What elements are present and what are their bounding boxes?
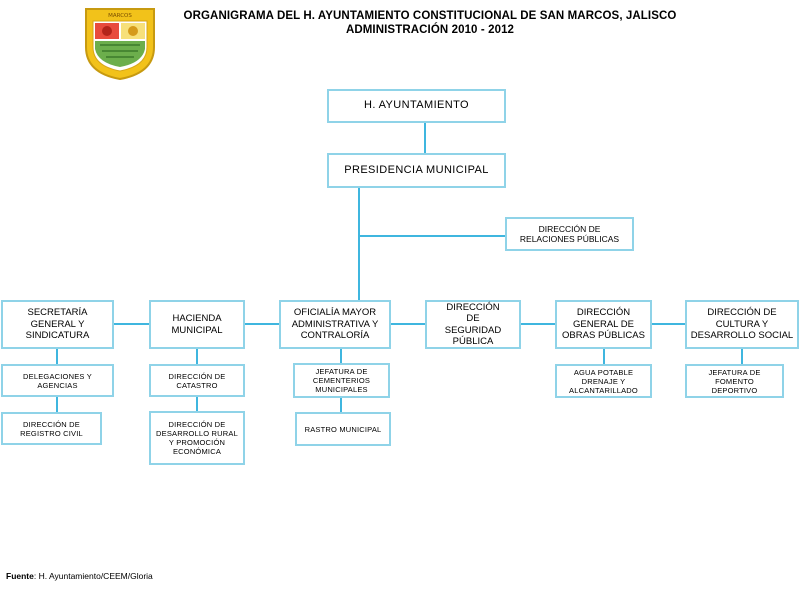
- org-box-label: DELEGACIONES Y AGENCIAS: [23, 371, 92, 390]
- connector-line: [244, 323, 280, 325]
- connector-line: [340, 397, 342, 413]
- org-box-fomento-deportivo: JEFATURA DE FOMENTO DEPORTIVO: [685, 364, 784, 398]
- org-box-label: DIRECCIÓN GENERAL DE OBRAS PÚBLICAS: [562, 307, 645, 342]
- connector-line: [603, 347, 605, 365]
- org-box-label: DIRECCIÓN DE CULTURA Y DESARROLLO SOCIAL: [690, 307, 794, 342]
- org-box-seguridad: DIRECCIÓN DE SEGURIDAD PÚBLICA: [425, 300, 521, 349]
- org-box-delegaciones: DELEGACIONES Y AGENCIAS: [1, 364, 114, 397]
- org-box-label: DIRECCIÓN DE DESARROLLO RURAL Y PROMOCIÓ…: [156, 420, 238, 456]
- org-box-obras-publicas: DIRECCIÓN GENERAL DE OBRAS PÚBLICAS: [555, 300, 652, 349]
- connector-line: [113, 323, 150, 325]
- org-box-label: PRESIDENCIA MUNICIPAL: [344, 163, 489, 176]
- connector-line: [340, 347, 342, 364]
- svg-text:MARCOS: MARCOS: [108, 13, 132, 19]
- coat-of-arms-logo: MARCOS: [85, 8, 155, 81]
- connector-line: [358, 187, 360, 301]
- org-box-label: DIRECCIÓN DE RELACIONES PÚBLICAS: [519, 223, 620, 244]
- connector-line: [520, 323, 556, 325]
- org-box-cementerios: JEFATURA DE CEMENTERIOS MUNICIPALES: [293, 363, 390, 398]
- org-box-hacienda: HACIENDA MUNICIPAL: [149, 300, 245, 349]
- org-box-label: DIRECCIÓN DE CATASTRO: [168, 371, 226, 390]
- org-box-label: RASTRO MUNICIPAL: [304, 424, 382, 434]
- connector-line: [390, 323, 426, 325]
- connector-line: [56, 396, 58, 413]
- org-box-rastro: RASTRO MUNICIPAL: [295, 412, 391, 446]
- org-box-ayuntamiento: H. AYUNTAMIENTO: [327, 89, 506, 123]
- chart-subtitle: ADMINISTRACIÓN 2010 - 2012: [345, 24, 515, 36]
- chart-title: ORGANIGRAMA DEL H. AYUNTAMIENTO CONSTITU…: [183, 10, 677, 22]
- connector-line: [741, 347, 743, 365]
- org-box-label: DIRECCIÓN DE SEGURIDAD PÚBLICA: [444, 301, 502, 347]
- org-box-cultura: DIRECCIÓN DE CULTURA Y DESARROLLO SOCIAL: [685, 300, 799, 349]
- connector-line: [358, 235, 505, 237]
- org-box-desarrollo-rural: DIRECCIÓN DE DESARROLLO RURAL Y PROMOCIÓ…: [149, 411, 245, 465]
- org-box-label: H. AYUNTAMIENTO: [363, 99, 469, 112]
- org-box-presidencia: PRESIDENCIA MUNICIPAL: [327, 153, 506, 188]
- org-box-label: AGUA POTABLE DRENAJE Y ALCANTARILLADO: [569, 367, 638, 395]
- org-box-registro-civil: DIRECCIÓN DE REGISTRO CIVIL: [1, 412, 102, 445]
- org-box-oficialia: OFICIALÍA MAYOR ADMINISTRATIVA Y CONTRAL…: [279, 300, 391, 349]
- source-label: Fuente: [6, 571, 34, 581]
- org-box-label: JEFATURA DE CEMENTERIOS MUNICIPALES: [312, 367, 371, 394]
- org-box-catastro: DIRECCIÓN DE CATASTRO: [149, 364, 245, 397]
- org-box-label: DIRECCIÓN DE REGISTRO CIVIL: [20, 419, 83, 438]
- connector-line: [424, 122, 426, 154]
- connector-line: [56, 347, 58, 365]
- org-box-label: JEFATURA DE FOMENTO DEPORTIVO: [708, 367, 761, 395]
- connector-line: [196, 347, 198, 365]
- connector-line: [651, 323, 686, 325]
- org-box-label: OFICIALÍA MAYOR ADMINISTRATIVA Y CONTRAL…: [291, 307, 379, 342]
- source-text: : H. Ayuntamiento/CEEM/Gloria: [33, 571, 153, 581]
- connector-line: [196, 396, 198, 412]
- org-box-relaciones-publicas: DIRECCIÓN DE RELACIONES PÚBLICAS: [505, 217, 634, 251]
- org-box-label: HACIENDA MUNICIPAL: [171, 313, 223, 336]
- org-box-agua-potable: AGUA POTABLE DRENAJE Y ALCANTARILLADO: [555, 364, 652, 398]
- org-box-label: SECRETARÍA GENERAL Y SINDICATURA: [25, 307, 90, 342]
- source-note: Fuente: H. Ayuntamiento/CEEM/Gloria: [6, 571, 153, 581]
- org-box-secretaria: SECRETARÍA GENERAL Y SINDICATURA: [1, 300, 114, 349]
